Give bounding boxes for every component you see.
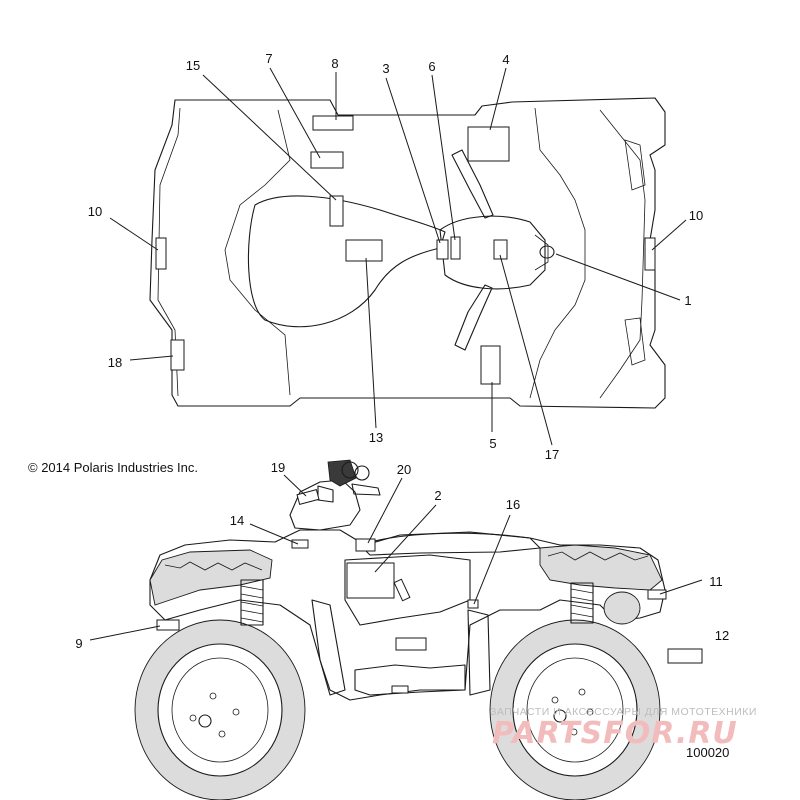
decal-2 [346, 562, 395, 599]
floorboard-step [391, 685, 409, 694]
callout-10-rear: 10 [88, 204, 102, 219]
callout-labels: 1 2 3 4 5 6 7 8 9 10 10 11 12 13 14 15 1… [75, 51, 729, 651]
handlebar-lower [454, 284, 493, 351]
decal-11 [647, 589, 667, 600]
decal-3 [436, 239, 449, 260]
decal-15 [329, 195, 344, 227]
decal-20 [355, 538, 376, 552]
decal-5 [480, 345, 501, 385]
center-body [439, 215, 546, 290]
side-panel [344, 554, 471, 626]
front-fender-ridge [599, 109, 646, 399]
seat-side [359, 532, 541, 556]
front-fender-inner [529, 107, 586, 399]
callout-20: 20 [397, 462, 411, 477]
side-view-leaders [89, 474, 703, 641]
front-wheel [489, 619, 661, 800]
front-grille-nose [534, 234, 549, 271]
callout-19: 19 [271, 460, 285, 475]
rear-fender-inner [224, 109, 291, 396]
rear-fender-zigzag [164, 561, 263, 571]
rear-shock [240, 579, 264, 626]
callout-8: 8 [331, 56, 338, 71]
rear-fender-side [149, 549, 273, 606]
headlight-side [603, 591, 641, 625]
headlight-pod [539, 245, 555, 259]
callout-4: 4 [502, 52, 509, 67]
decal-13 [345, 239, 383, 262]
callout-15: 15 [186, 58, 200, 73]
callout-10-front: 10 [689, 208, 703, 223]
callout-7: 7 [265, 51, 272, 66]
watermark-tagline: ЗАПЧАСТИ И АКСЕССУАРЫ ДЛЯ МОТОТЕХНИКИ [490, 706, 757, 718]
front-fender-zigzag [547, 551, 649, 561]
side-view [134, 459, 703, 800]
front-vent-upper [624, 139, 646, 191]
callout-12: 12 [715, 628, 729, 643]
callout-2: 2 [434, 488, 441, 503]
rear-fender-outline [149, 97, 666, 409]
callout-3: 3 [382, 61, 389, 76]
handlebar-upper [451, 149, 494, 219]
front-mudguard [467, 609, 491, 696]
figure-number: 100020 [686, 745, 730, 760]
decal-12 [667, 648, 703, 664]
handlebar-console [289, 459, 381, 531]
decal-7 [310, 151, 344, 169]
decal-16 [467, 599, 479, 609]
callout-9: 9 [75, 636, 82, 651]
callout-1: 1 [684, 293, 691, 308]
watermark-logo: PARTSFOR.RU [492, 716, 738, 751]
callout-13: 13 [369, 430, 383, 445]
decal-10-rear [155, 237, 167, 270]
top-view [149, 97, 666, 409]
decal-2b [393, 578, 411, 602]
front-vent-lower [624, 317, 646, 366]
copyright-notice: © 2014 Polaris Industries Inc. [28, 460, 198, 475]
callout-14: 14 [230, 513, 244, 528]
decal-10-front [644, 237, 656, 271]
callout-6: 6 [428, 59, 435, 74]
front-shock [570, 582, 594, 624]
callout-17: 17 [545, 447, 559, 462]
rear-wheel [134, 619, 306, 800]
callout-16: 16 [506, 497, 520, 512]
callout-18: 18 [108, 355, 122, 370]
seat-outline [247, 195, 446, 328]
rear-mudguard [311, 599, 346, 696]
decal-8 [312, 115, 354, 131]
decal-6 [450, 236, 461, 260]
floorboard [354, 664, 466, 696]
callout-11: 11 [709, 574, 723, 589]
decal-18 [170, 339, 185, 371]
top-view-leaders [109, 67, 687, 446]
decal-floor [395, 637, 427, 651]
callout-5: 5 [489, 436, 496, 451]
decal-9 [156, 619, 180, 631]
front-fender-side [539, 544, 663, 591]
decal-4 [467, 126, 510, 162]
decal-17 [493, 239, 508, 260]
decal-14 [291, 539, 309, 549]
